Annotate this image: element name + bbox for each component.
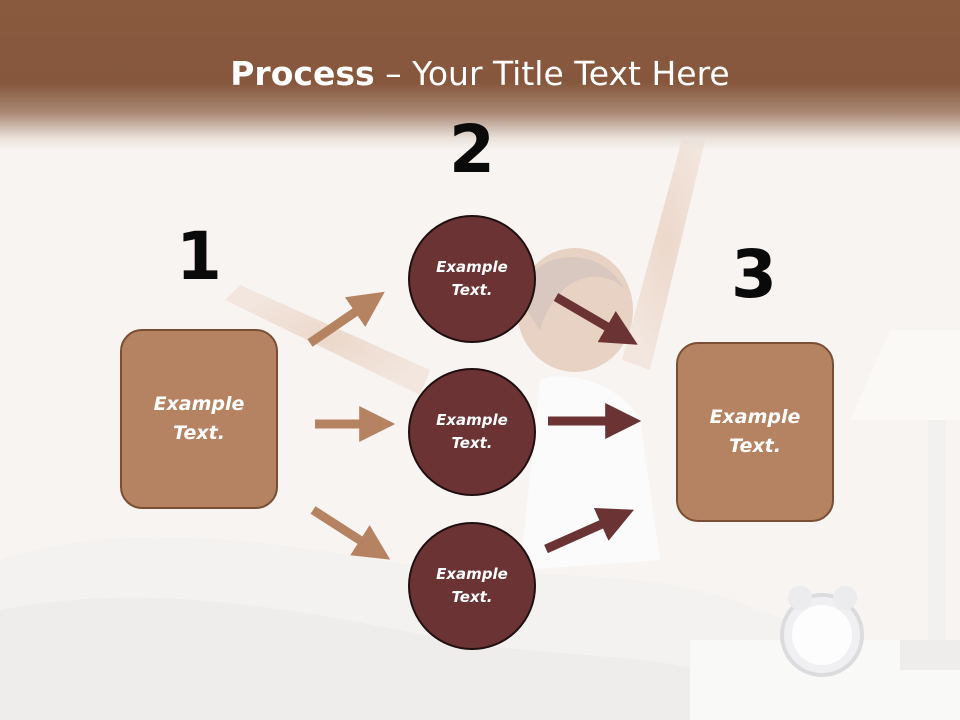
circle-bottom-line-2: Text. — [451, 588, 493, 606]
arrow-top-to-right — [553, 293, 638, 345]
header-band — [0, 0, 960, 150]
title-rest: – Your Title Text Here — [374, 54, 730, 93]
left-box-line-1: Example — [153, 393, 245, 415]
left-box[interactable]: Example Text. — [120, 329, 278, 509]
circle-bottom[interactable]: Example Text. — [408, 522, 536, 650]
circle-bottom-line-1: Example — [436, 565, 508, 583]
arrow-bottom-to-right — [544, 507, 635, 554]
step-number-1: 1 — [176, 218, 222, 295]
slide-title: Process – Your Title Text Here — [0, 52, 960, 96]
circle-top[interactable]: Example Text. — [408, 215, 536, 343]
circle-middle-line-1: Example — [436, 411, 508, 429]
right-box-line-1: Example — [709, 406, 801, 428]
step-number-2: 2 — [449, 111, 495, 188]
title-bold: Process — [230, 54, 375, 93]
circle-middle[interactable]: Example Text. — [408, 368, 536, 496]
step-number-3: 3 — [731, 236, 777, 313]
arrow-left-to-bottom — [310, 506, 391, 560]
right-box[interactable]: Example Text. — [676, 342, 834, 522]
circle-top-line-1: Example — [436, 258, 508, 276]
circle-top-line-2: Text. — [451, 281, 493, 299]
right-box-line-2: Text. — [729, 435, 781, 457]
left-box-line-2: Text. — [173, 422, 225, 444]
arrow-left-to-top — [307, 291, 385, 347]
circle-middle-line-2: Text. — [451, 434, 493, 452]
